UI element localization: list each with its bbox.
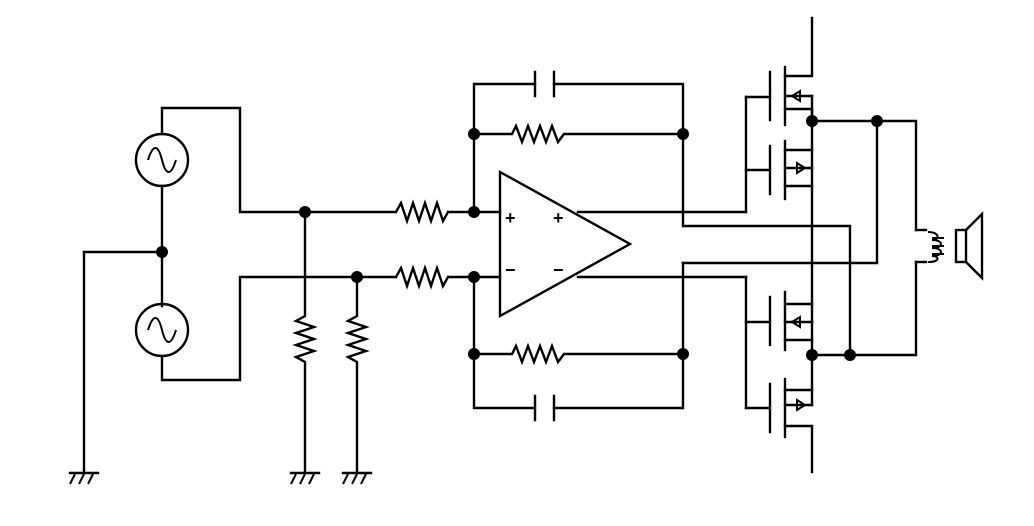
input-resistor-plus bbox=[394, 199, 450, 225]
mosfet-q1 bbox=[768, 16, 814, 127]
output-wiring bbox=[810, 119, 918, 357]
opamp-minus-input-a: − bbox=[505, 260, 516, 280]
feedback-network-bottom bbox=[472, 261, 685, 422]
opamp-plus-input-a: + bbox=[505, 208, 516, 228]
mosfet-q4 bbox=[768, 377, 814, 474]
opamp-minus-input-b: − bbox=[553, 260, 564, 280]
ac-source-top bbox=[134, 132, 190, 188]
input-resistor-minus bbox=[394, 264, 450, 290]
ground-symbol-mid-1 bbox=[289, 471, 321, 485]
opamp: + + − − bbox=[476, 169, 633, 319]
junction-dots bbox=[156, 115, 883, 361]
ground-symbol-left bbox=[68, 471, 100, 485]
input-bias-resistor-1 bbox=[292, 210, 318, 474]
ground-symbol-mid-2 bbox=[341, 471, 373, 485]
opamp-output-wiring bbox=[576, 95, 879, 410]
ac-source-bottom bbox=[134, 302, 190, 358]
source-wiring bbox=[82, 106, 480, 474]
opamp-plus-input-b: + bbox=[553, 208, 564, 228]
speaker-icon bbox=[914, 211, 984, 281]
input-bias-resistor-2 bbox=[344, 275, 370, 474]
feedback-network-top bbox=[472, 70, 685, 228]
mosfet-q3 bbox=[768, 290, 814, 352]
mosfet-q2 bbox=[768, 139, 814, 201]
